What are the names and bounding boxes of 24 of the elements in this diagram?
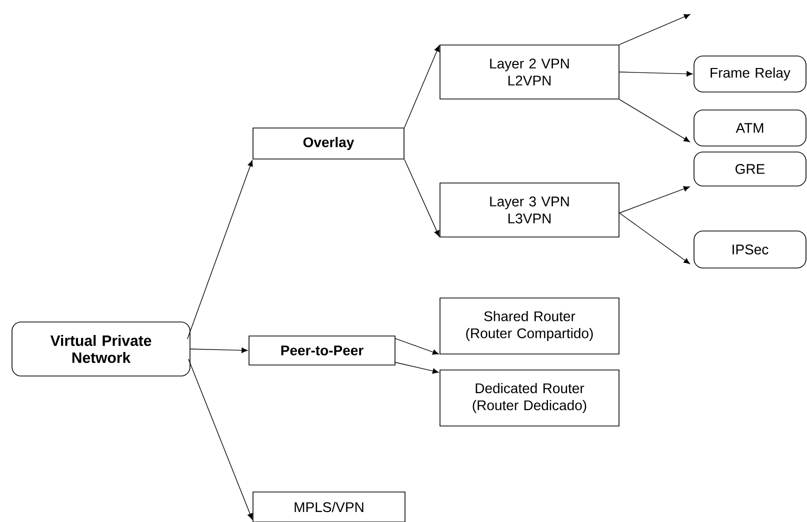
arrow: [187, 160, 253, 340]
category-box: Overlay: [252, 128, 404, 160]
arrow: [619, 99, 690, 142]
root-box: Virtual Private Network: [12, 322, 190, 376]
leaf-box: IPSec: [694, 230, 806, 268]
arrow: [619, 212, 690, 264]
process-box: Layer 3 VPN L3VPN: [440, 182, 620, 238]
arrow: [619, 186, 690, 214]
leaf-box: GRE: [694, 152, 806, 186]
arrow: [190, 348, 248, 354]
arrow: [404, 159, 440, 237]
leaf-box: Frame Relay: [694, 56, 806, 92]
arrow: [188, 358, 253, 520]
category-box: MPLS/VPN: [252, 492, 406, 522]
arrow: [619, 14, 690, 45]
arrow: [619, 71, 693, 76]
process-box: Layer 2 VPN L2VPN: [440, 44, 620, 100]
leaf-box: ATM: [694, 110, 806, 146]
arrow: [404, 45, 440, 128]
process-box: Dedicated Router (Router Dedicado): [440, 370, 620, 426]
arrow: [395, 362, 439, 374]
process-box: Shared Router (Router Compartido): [440, 298, 620, 354]
category-box: Peer-to-Peer: [248, 336, 396, 366]
arrow: [395, 338, 439, 355]
